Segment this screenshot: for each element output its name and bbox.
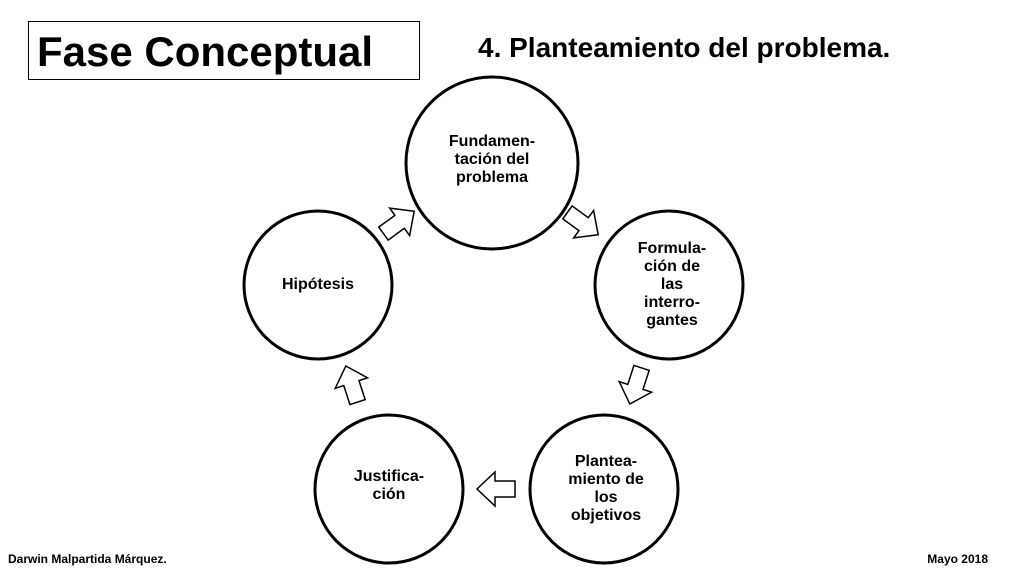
slide-subtitle: 4. Planteamiento del problema. [478, 32, 891, 63]
node-circle-formulacion [593, 209, 745, 361]
arrow-fundamentacion-to-formulacion [561, 204, 600, 239]
node-label-hipotesis: Hipótesis [281, 276, 355, 293]
node-label-planteamiento: Plantea- miento de los objetivos [568, 453, 644, 524]
node-label-fundamentacion: Fundamen- tación del problema [448, 133, 536, 186]
node-label-justificacion: Justifica- ción [353, 468, 425, 503]
arrow-planteamiento-to-justificacion [475, 470, 516, 508]
node-circle-hipotesis [242, 209, 394, 361]
footer-author: Darwin Malpartida Márquez. [8, 552, 167, 566]
arrow-hipotesis-to-fundamentacion [377, 207, 416, 242]
slide-title: Fase Conceptual [28, 21, 420, 80]
node-circle-planteamiento [528, 413, 680, 565]
node-label-formulacion: Formula- ción de las interro- gantes [637, 240, 707, 329]
footer-date: Mayo 2018 [927, 552, 988, 566]
arrow-formulacion-to-planteamiento [617, 364, 654, 406]
node-circle-justificacion [313, 413, 465, 565]
node-circle-fundamentacion [404, 75, 580, 251]
arrow-justificacion-to-hipotesis [333, 364, 370, 406]
